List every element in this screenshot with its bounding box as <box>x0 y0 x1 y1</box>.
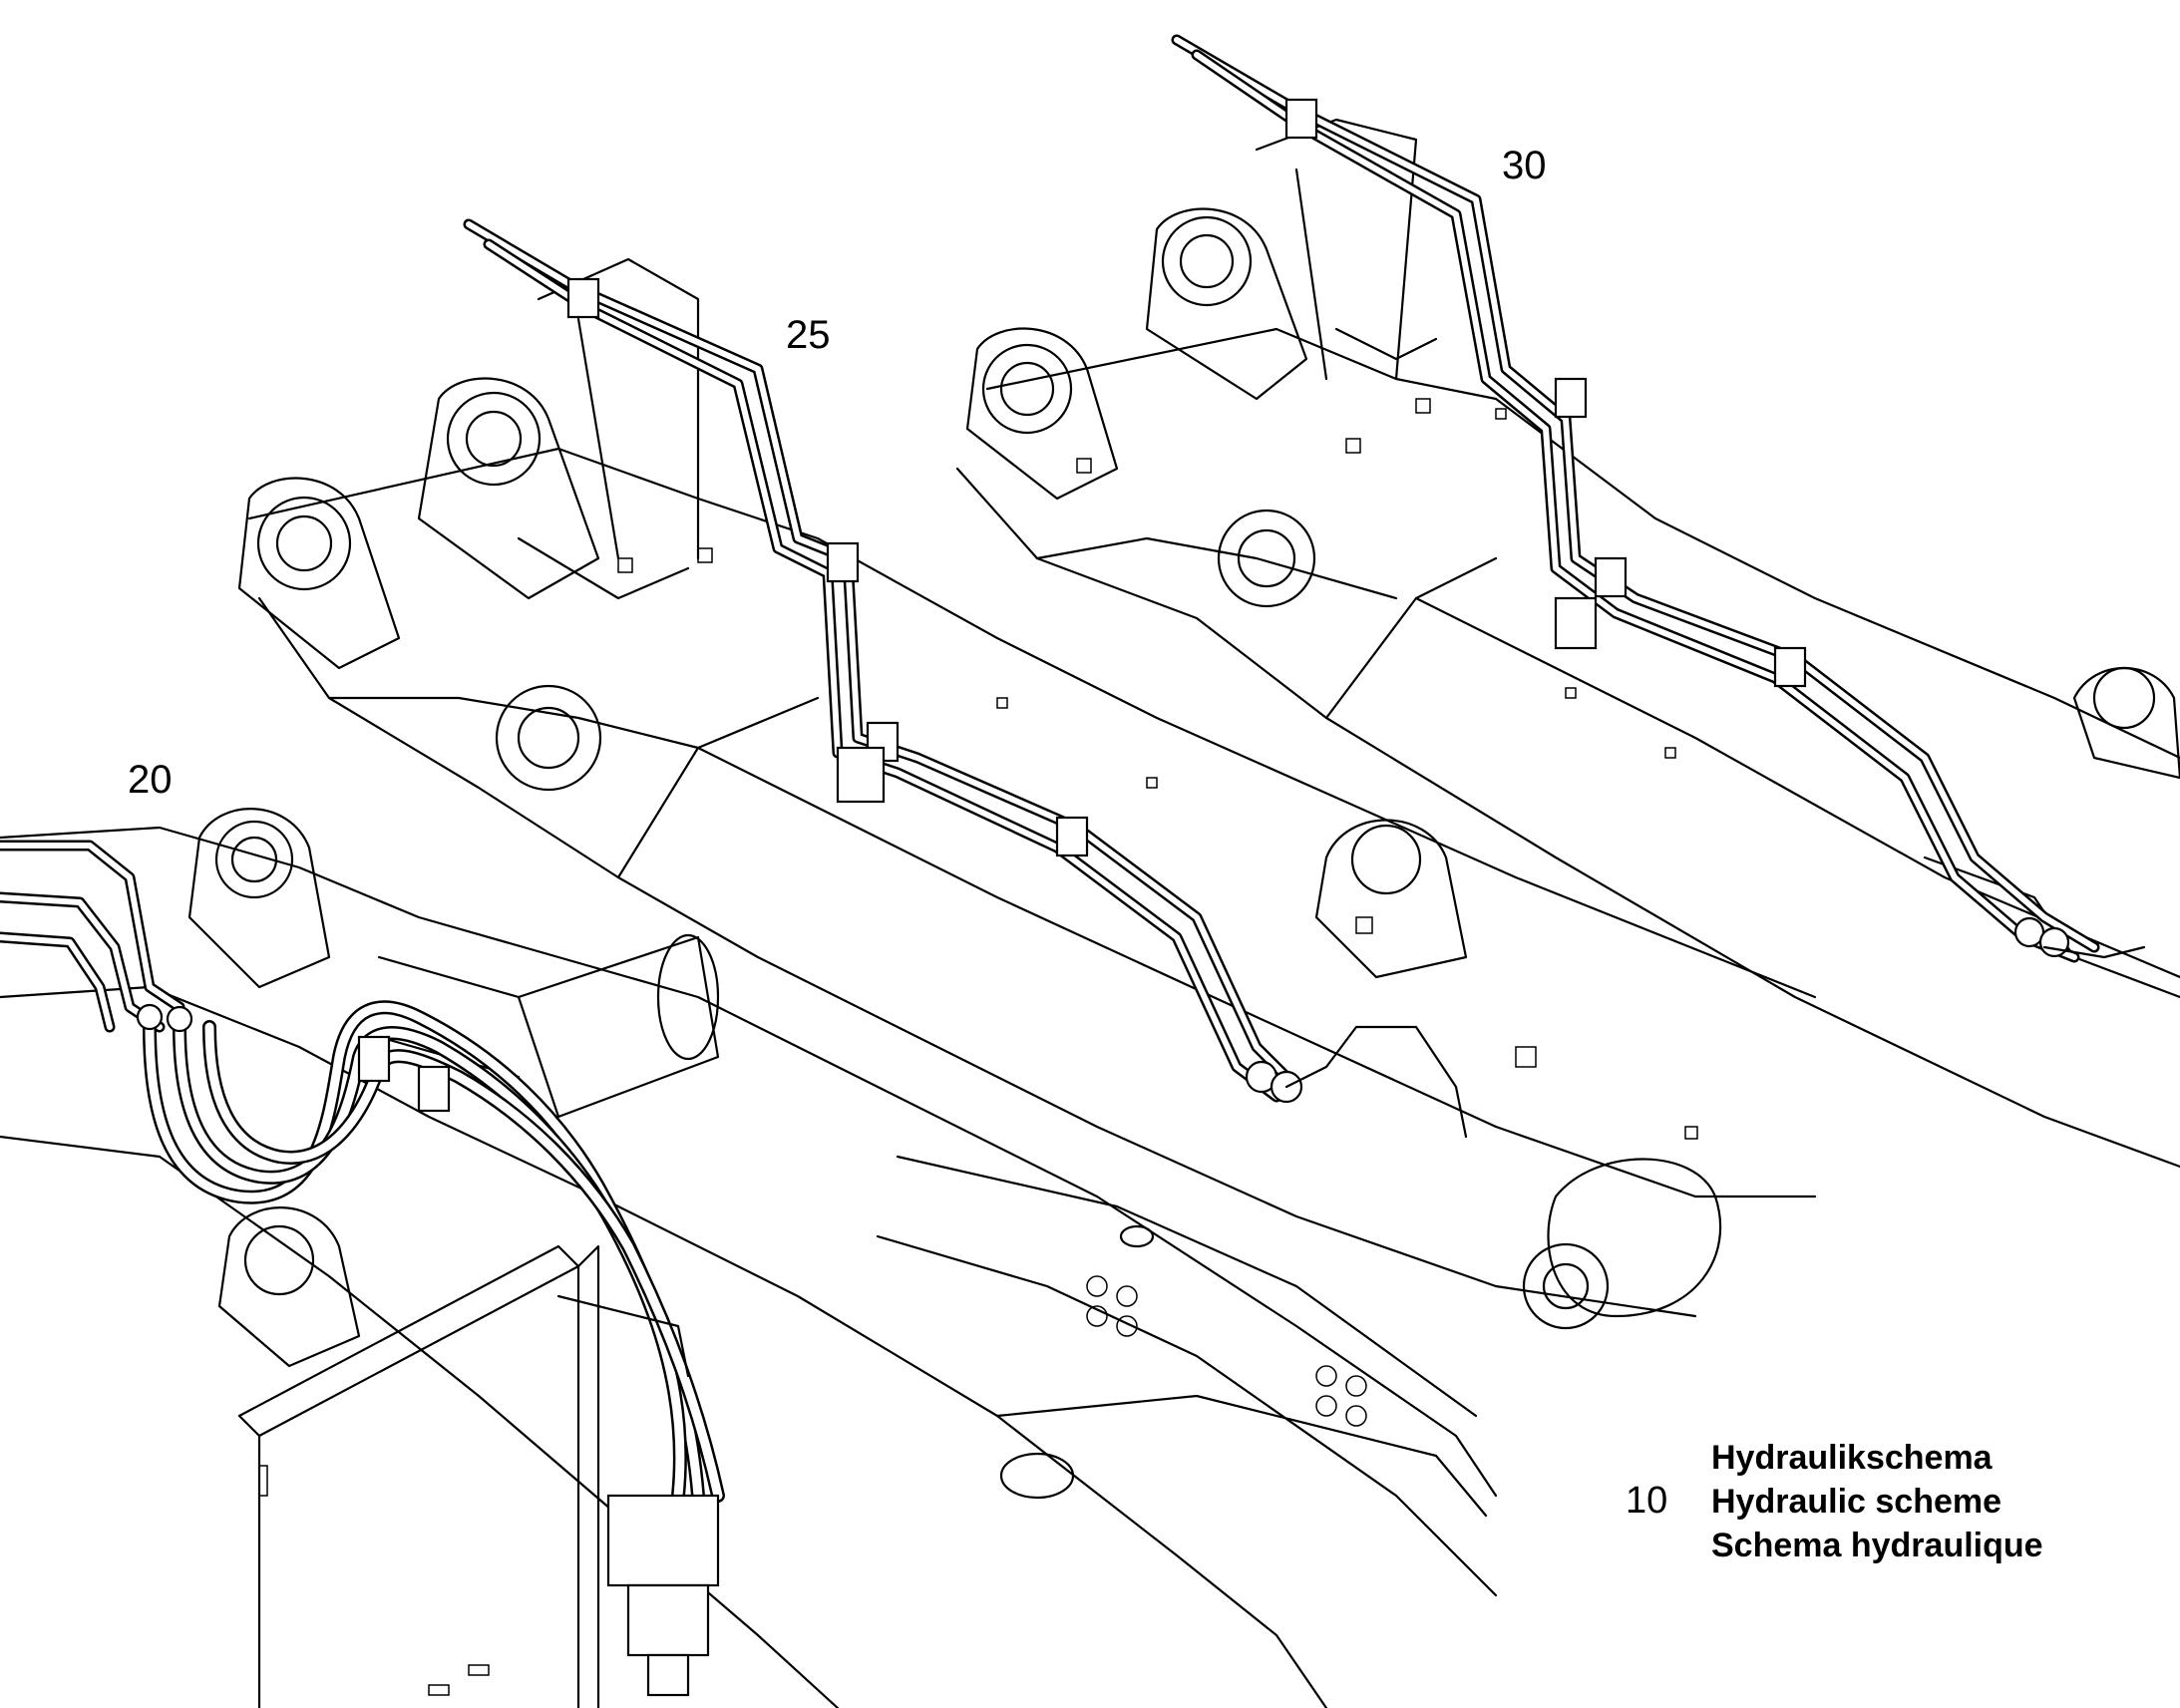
hydraulic-line-30 <box>1171 34 2146 963</box>
legend-line-fr: Schema hydraulique <box>1711 1527 2043 1564</box>
legend-line-de: Hydraulikschema <box>1711 1439 1993 1477</box>
hydraulic-line-20 <box>0 840 725 1697</box>
control-cabinet <box>237 1244 600 1708</box>
hydraulic-line-25 <box>463 218 1468 1139</box>
legend-number: 10 <box>1626 1480 1668 1522</box>
middle-boom-assembly <box>237 257 1817 1330</box>
callout-20: 20 <box>128 758 173 802</box>
legend-lines: Hydraulikschema Hydraulic scheme Schema … <box>1711 1436 2043 1567</box>
callout-30: 30 <box>1502 144 1547 187</box>
callout-25: 25 <box>786 313 831 357</box>
front-frame-assembly <box>0 808 1498 1708</box>
legend-line-en: Hydraulic scheme <box>1711 1483 2002 1521</box>
